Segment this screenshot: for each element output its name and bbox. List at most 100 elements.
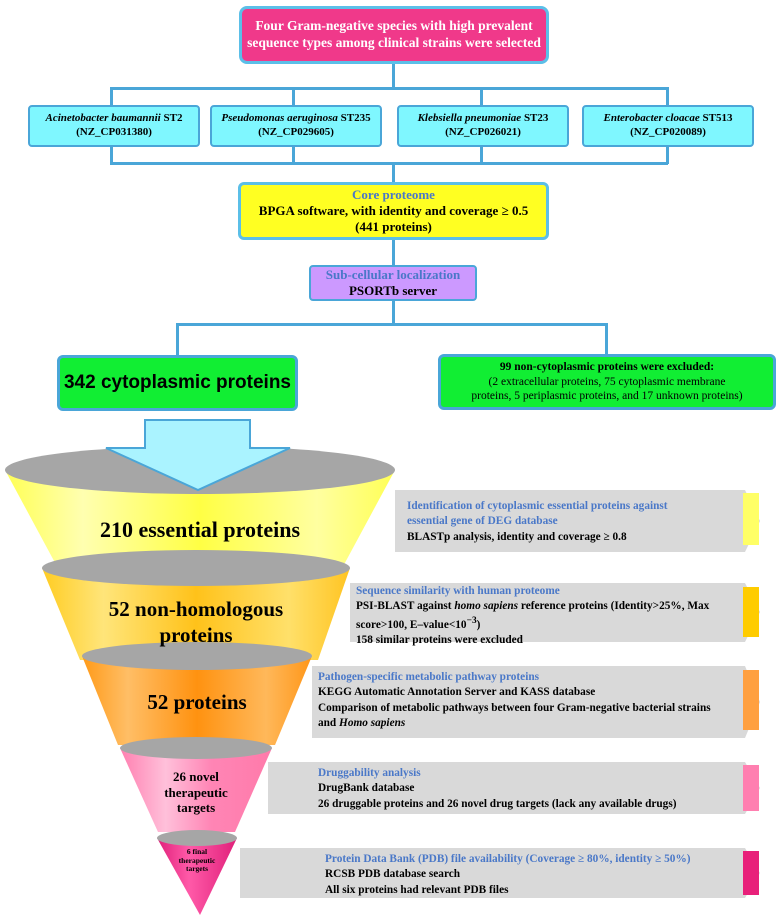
species-name: Pseudomonas aeruginosa (221, 112, 338, 125)
core-title: Core proteome (352, 186, 435, 202)
panel-3-line3b: Homo sapiens (339, 716, 406, 729)
panel-2-text: Sequence similarity with human proteome … (356, 584, 709, 648)
species-accession: (NZ_CP026021) (445, 126, 521, 138)
panel-2-tab (743, 587, 759, 637)
down-arrow (105, 419, 291, 492)
panel-2-line1a: PSI-BLAST against (356, 600, 455, 613)
connector-sp4-b (666, 147, 669, 164)
connector-sp3-b (480, 147, 483, 164)
funnel-label-5-line2: therapeutic (178, 855, 216, 865)
noncytoplasmic-box: 99 non-cytoplasmic proteins were exclude… (438, 354, 776, 410)
species-st: ST23 (521, 112, 549, 125)
core-line1: BPGA software, with identity and coverag… (258, 202, 529, 218)
funnel-tier-2-rim (42, 550, 350, 586)
species-st: ST513 (699, 112, 733, 125)
connector-right-down (605, 323, 608, 355)
selection-box: Four Gram-negative species with high pre… (239, 6, 549, 64)
funnel-tier-4-rim (120, 737, 272, 759)
panel-5-text: Protein Data Bank (PDB) file availabilit… (325, 852, 691, 898)
funnel-label-2-line1: 52 non-homologous (108, 597, 284, 621)
panel-2-banner (350, 583, 760, 642)
connector-sp1 (110, 87, 113, 105)
connector-to-core (392, 163, 395, 183)
funnel-label-5-line3: targets (185, 864, 209, 874)
cytoplasmic-label: 342 cytoplasmic proteins (63, 372, 292, 394)
species-st: ST235 (337, 112, 371, 125)
funnel-label-2-line2: proteins (159, 623, 233, 648)
connector-loc-down (392, 301, 395, 325)
connector-sp3 (480, 87, 483, 105)
species-box-1: Acinetobacter baumannii ST2 (NZ_CP031380… (28, 105, 200, 147)
species-accession: (NZ_CP020089) (630, 126, 706, 138)
panel-1-banner (395, 490, 760, 552)
species-accession: (NZ_CP031380) (76, 126, 152, 138)
funnel-label-2: 52 non-homologous proteins (109, 596, 283, 649)
species-box-4: Enterobacter cloacae ST513 (NZ_CP020089) (582, 105, 754, 147)
panel-3-line2: Comparison of metabolic pathways between… (318, 701, 711, 714)
panel-2-line2-exp: −3 (466, 615, 477, 626)
connector-species-bar (110, 87, 668, 90)
funnel-tier-1 (5, 470, 395, 572)
panel-5-banner (240, 848, 760, 898)
connector-sp1-b (110, 147, 113, 164)
panel-4-line2: 26 druggable proteins and 26 novel drug … (318, 797, 677, 810)
panel-1-text: Identification of cytoplasmic essential … (407, 499, 668, 545)
funnel-label-3: 52 proteins (147, 690, 246, 715)
connector-sp2-b (292, 147, 295, 164)
panel-1-tab (743, 493, 759, 545)
funnel-tier-3 (82, 656, 312, 745)
selection-line1: Four Gram-negative species with high pre… (255, 18, 533, 34)
panel-5-tab (743, 851, 759, 895)
panel-2-line2: score>100, E–value<10 (356, 618, 467, 631)
funnel-label-4-line1: 26 novel (173, 769, 219, 784)
panel-3-line1: KEGG Automatic Annotation Server and KAS… (318, 686, 596, 699)
panel-5-line2: All six proteins had relevant PDB files (325, 883, 509, 896)
panel-2-heading1: Sequence similarity with human proteome (356, 585, 560, 597)
funnel-tier-5-rim (157, 830, 237, 846)
panel-3-tab (743, 670, 759, 730)
panel-2-line1b: homo sapiens (454, 600, 519, 613)
species-st: ST2 (160, 112, 183, 125)
species-name: Klebsiella pneumoniae (417, 112, 522, 125)
species-accession: (NZ_CP029605) (258, 126, 334, 138)
connector-split-bar (176, 323, 608, 326)
species-box-2: Pseudomonas aeruginosa ST235 (NZ_CP02960… (210, 105, 382, 147)
connector-sp4 (666, 87, 669, 105)
panel-2-line1c: reference proteins (Identity>25%, Max (518, 600, 710, 613)
noncyto-title: 99 non-cytoplasmic proteins were exclude… (499, 360, 715, 373)
panel-2-line3: 158 similar proteins were excluded (356, 633, 523, 646)
connector-core-loc (392, 240, 395, 266)
panel-3-heading1: Pathogen-specific metabolic pathway prot… (318, 671, 540, 683)
core-proteome-box: Core proteome BPGA software, with identi… (238, 182, 549, 240)
funnel-tier-5 (157, 838, 237, 915)
panel-1-line1: BLASTp analysis, identity and coverage ≥… (407, 530, 627, 543)
noncyto-line1: (2 extracellular proteins, 75 cytoplasmi… (488, 375, 726, 388)
noncyto-line2: proteins, 5 periplasmic proteins, and 17… (471, 390, 743, 403)
panel-4-heading1: Druggability analysis (318, 767, 421, 779)
selection-line2: sequence types among clinical strains we… (247, 35, 541, 50)
funnel-label-4-line3: targets (176, 800, 216, 816)
cytoplasmic-box: 342 cytoplasmic proteins (57, 355, 298, 411)
funnel-label-5-line1: 6 final (186, 847, 208, 856)
core-line2: (441 proteins) (355, 219, 432, 235)
localization-title: Sub-cellular localization (325, 266, 461, 282)
funnel-label-3-text: 52 proteins (147, 690, 247, 714)
localization-box: Sub-cellular localization PSORTb server (309, 265, 477, 301)
connector-sp2 (292, 87, 295, 105)
panel-5-heading1: Protein Data Bank (PDB) file availabilit… (325, 853, 691, 865)
connector-top-down (392, 64, 395, 88)
panel-1-heading1: Identification of cytoplasmic essential … (407, 500, 668, 512)
localization-line1: PSORTb server (348, 283, 437, 298)
funnel-label-1-text: 210 essential proteins (99, 517, 301, 542)
panel-3-banner (312, 666, 760, 738)
panel-4-banner (268, 762, 760, 814)
connector-species-bottom-bar (110, 162, 668, 165)
panel-4-tab (743, 765, 759, 811)
panel-3-text: Pathogen-specific metabolic pathway prot… (318, 670, 711, 731)
species-box-3: Klebsiella pneumoniae ST23 (NZ_CP026021) (397, 105, 569, 147)
funnel-tier-2 (42, 568, 350, 660)
panel-4-line1: DrugBank database (318, 782, 415, 795)
panel-3-line3a: and (318, 716, 340, 729)
panel-2-line2-end: ) (476, 618, 481, 631)
